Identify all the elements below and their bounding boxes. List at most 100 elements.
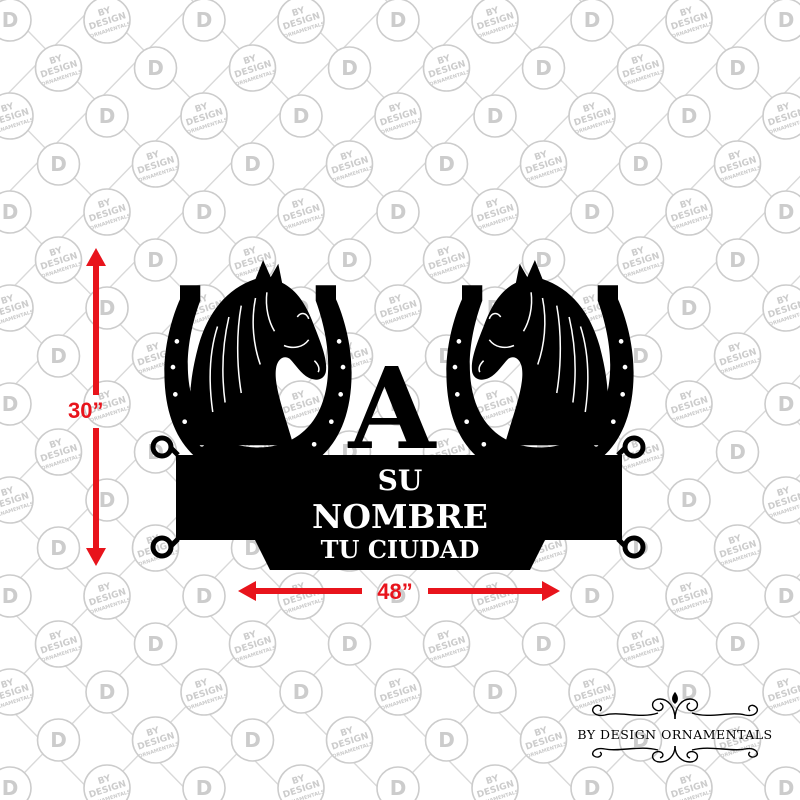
right-horse-head-icon bbox=[471, 260, 608, 446]
svg-text:BY: BY bbox=[727, 725, 743, 739]
watermark-logo-icon: D bbox=[715, 238, 760, 282]
watermark-logo-icon: D bbox=[473, 94, 517, 138]
watermark-logo-icon: D bbox=[473, 670, 517, 714]
watermark-logo-icon: D bbox=[570, 0, 614, 42]
watermark-logo-icon: D bbox=[36, 142, 81, 186]
svg-text:D: D bbox=[681, 488, 698, 512]
svg-text:BY: BY bbox=[630, 245, 646, 259]
svg-text:BY: BY bbox=[533, 725, 549, 739]
svg-text:BY: BY bbox=[339, 149, 355, 163]
svg-text:D: D bbox=[99, 104, 116, 128]
svg-text:D: D bbox=[535, 56, 552, 80]
svg-text:D: D bbox=[99, 680, 116, 704]
watermark-logo-icon: D bbox=[715, 622, 760, 666]
watermark-logo-icon: D bbox=[230, 142, 275, 186]
svg-text:BY: BY bbox=[679, 5, 695, 19]
svg-text:BY: BY bbox=[533, 149, 549, 163]
arrow-right-icon bbox=[542, 581, 560, 601]
svg-text:ORNAMENTALS: ORNAMENTALS bbox=[283, 789, 326, 800]
svg-text:D: D bbox=[681, 680, 698, 704]
watermark-logo-icon: D bbox=[0, 766, 32, 800]
svg-text:D: D bbox=[341, 632, 358, 656]
svg-text:D: D bbox=[729, 248, 746, 272]
svg-text:BY: BY bbox=[97, 773, 113, 787]
left-horse-head-icon bbox=[190, 260, 327, 446]
svg-text:D: D bbox=[147, 632, 164, 656]
svg-text:BY: BY bbox=[485, 389, 501, 403]
watermark-logo-icon: D bbox=[0, 0, 32, 42]
svg-text:D: D bbox=[2, 584, 19, 608]
svg-text:BY: BY bbox=[97, 581, 113, 595]
watermark-logo-icon: D bbox=[182, 0, 226, 42]
svg-text:D: D bbox=[487, 104, 504, 128]
watermark-logo-icon: D bbox=[327, 238, 372, 282]
sign-line-1: SU bbox=[378, 464, 423, 497]
svg-text:D: D bbox=[147, 56, 164, 80]
svg-text:BY: BY bbox=[776, 101, 792, 115]
watermark-logo-icon: D bbox=[85, 94, 129, 138]
svg-text:BY: BY bbox=[242, 245, 258, 259]
watermark-logo-icon: D bbox=[133, 622, 178, 666]
svg-text:D: D bbox=[196, 200, 213, 224]
svg-text:BY: BY bbox=[97, 389, 113, 403]
svg-text:BY: BY bbox=[630, 629, 646, 643]
watermark-logo-icon: D bbox=[279, 94, 323, 138]
watermark-logo-icon: D bbox=[667, 670, 711, 714]
watermark-logo-icon: D bbox=[230, 718, 275, 762]
svg-text:BY: BY bbox=[145, 725, 161, 739]
svg-text:BY: BY bbox=[679, 581, 695, 595]
svg-text:D: D bbox=[196, 776, 213, 800]
svg-text:BY: BY bbox=[242, 53, 258, 67]
watermark-logo-icon: D bbox=[618, 142, 663, 186]
watermark-logo-icon: D bbox=[279, 670, 323, 714]
arrow-down-icon bbox=[86, 548, 106, 566]
svg-text:D: D bbox=[584, 584, 601, 608]
svg-text:D: D bbox=[778, 776, 795, 800]
flourish-bottom-icon bbox=[591, 745, 759, 763]
svg-text:BY: BY bbox=[436, 437, 452, 451]
svg-text:BY: BY bbox=[436, 53, 452, 67]
svg-text:BY: BY bbox=[582, 677, 598, 691]
svg-text:D: D bbox=[99, 296, 116, 320]
watermark-logo-icon: D bbox=[376, 382, 420, 426]
svg-text:BY: BY bbox=[291, 389, 307, 403]
svg-text:BY: BY bbox=[727, 341, 743, 355]
watermark-logo-icon: D bbox=[764, 766, 800, 800]
svg-text:D: D bbox=[2, 200, 19, 224]
svg-text:D: D bbox=[2, 776, 19, 800]
svg-text:BY: BY bbox=[727, 149, 743, 163]
svg-text:BY: BY bbox=[97, 5, 113, 19]
svg-text:D: D bbox=[681, 104, 698, 128]
svg-text:D: D bbox=[196, 584, 213, 608]
brand-signature: BY DESIGN ORNAMENTALS bbox=[570, 689, 780, 772]
svg-text:BY: BY bbox=[194, 101, 210, 115]
watermark-logo-icon: D bbox=[376, 0, 420, 42]
svg-text:D: D bbox=[632, 344, 649, 368]
watermark-logo-icon: D bbox=[570, 574, 614, 618]
svg-text:D: D bbox=[729, 56, 746, 80]
svg-text:D: D bbox=[390, 776, 407, 800]
svg-text:BY: BY bbox=[582, 293, 598, 307]
svg-text:D: D bbox=[390, 8, 407, 32]
svg-text:D: D bbox=[390, 392, 407, 416]
svg-text:D: D bbox=[729, 440, 746, 464]
svg-text:D: D bbox=[632, 728, 649, 752]
